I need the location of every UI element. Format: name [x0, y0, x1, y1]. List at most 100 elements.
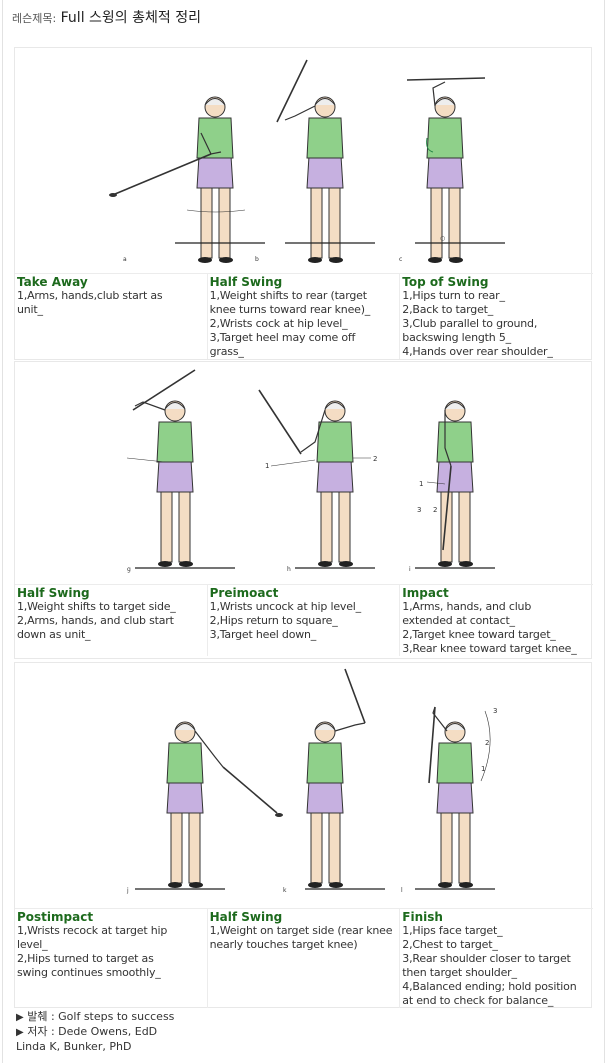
- figure-number: 3: [493, 707, 497, 715]
- figure-number: 2: [433, 506, 437, 514]
- step-line: 4,Balanced ending; hold position: [402, 980, 577, 993]
- credit-source: ▶ 발췌 : Golf steps to success: [16, 1010, 174, 1025]
- step-line: 3,Target heel down_: [209, 628, 317, 641]
- step-line: 2,Wrists cock at hip level_: [209, 317, 348, 330]
- figure-number: 1: [419, 480, 423, 488]
- step-line: backswing length 5_: [402, 331, 511, 344]
- step-title: Half Swing: [17, 586, 90, 600]
- credit-author: ▶ 저자 : Dede Owens, EdD: [16, 1025, 174, 1040]
- step-title: Impact: [402, 586, 449, 600]
- step-line: down as unit_: [17, 628, 91, 641]
- step-line: 3,Rear shoulder closer to target: [402, 952, 571, 965]
- step-line: 1,Wrists recock at target hip: [17, 924, 168, 937]
- step-line: at end to check for balance_: [402, 994, 554, 1007]
- step-line: level_: [17, 938, 48, 951]
- step-line: 3,Rear knee toward target knee_: [402, 642, 577, 655]
- step-line: grass_: [209, 345, 244, 358]
- page-title: 레슨제목: Full 스윙의 총체적 정리: [12, 7, 201, 27]
- figure-number: 1: [481, 765, 485, 773]
- step-line: 1,Weight shifts to rear (target: [209, 289, 367, 302]
- step-line: swing continues smoothly_: [17, 966, 161, 979]
- step-title: Top of Swing: [402, 275, 489, 289]
- figure-half-swing-down: g: [126, 369, 235, 573]
- step-impact: Impact 1,Arms, hands, and club extended …: [400, 585, 593, 656]
- step-line: 2,Chest to target_: [402, 938, 498, 951]
- triangle-bullet-icon: ▶: [16, 1012, 24, 1023]
- svg-text:○: ○: [440, 235, 445, 242]
- step-title: Half Swing: [209, 275, 283, 289]
- step-line: 2,Hips turned to target as: [17, 952, 154, 965]
- title-text: Full 스윙의 총체적 정리: [60, 10, 201, 26]
- step-line: 1,Hips turn to rear_: [402, 289, 505, 302]
- step-half-swing: Half Swing 1,Weight shifts to rear (targ…: [208, 274, 401, 359]
- step-postimpact: Postimpact 1,Wrists recock at target hip…: [15, 909, 208, 1008]
- panel-3: j k 3 2 1 l Postimpact 1,Wrists recock a…: [14, 662, 593, 1008]
- figure-finish: 3 2 1 l: [401, 706, 497, 894]
- panel-3-illustrations: j k 3 2 1 l: [126, 668, 497, 894]
- step-line: 1,Weight on target side (rear knee: [209, 924, 393, 937]
- step-line: knee turns toward rear knee)_: [209, 303, 371, 316]
- step-line: 3,Target heel may come off: [209, 331, 356, 344]
- figure-number: 2: [373, 455, 377, 463]
- panel-2-captions: Half Swing 1,Weight shifts to target sid…: [15, 584, 593, 656]
- credit-coauthor: Linda K, Bunker, PhD: [16, 1040, 132, 1053]
- step-line: 1,Arms, hands,club start as: [17, 289, 163, 302]
- credits: ▶ 발췌 : Golf steps to success ▶ 저자 : Dede…: [16, 1010, 174, 1054]
- step-line: 2,Hips return to square_: [209, 614, 338, 627]
- figure-take-away: a: [109, 96, 265, 264]
- figure-label-c: c: [399, 256, 402, 263]
- panel-2: g 1 2 h 1 2 3 i Half Swing 1,W: [14, 361, 593, 659]
- figure-number: 2: [485, 739, 489, 747]
- credit-author-text: 저자 : Dede Owens, EdD: [27, 1025, 158, 1038]
- step-finish: Finish 1,Hips face target_ 2,Chest to ta…: [400, 909, 593, 1008]
- step-line: 1,Weight shifts to target side_: [17, 600, 176, 613]
- figure-top-of-swing: ○ c: [399, 77, 505, 264]
- step-line: 3,Club parallel to ground,: [402, 317, 538, 330]
- figure-label-l: l: [401, 887, 403, 894]
- figure-label-i: i: [409, 566, 411, 573]
- figure-half-swing-through: k: [283, 668, 385, 894]
- figure-label-g: g: [127, 566, 131, 573]
- panel-2-illustrations: g 1 2 h 1 2 3 i: [126, 369, 495, 573]
- figure-number: 1: [265, 462, 269, 470]
- step-line: 2,Target knee toward target_: [402, 628, 556, 641]
- triangle-bullet-icon: ▶: [16, 1027, 24, 1038]
- figure-label-b: b: [255, 256, 259, 263]
- figure-postimpact: j: [126, 721, 283, 894]
- step-take-away: Take Away 1,Arms, hands,club start as un…: [15, 274, 208, 359]
- panel-1-captions: Take Away 1,Arms, hands,club start as un…: [15, 273, 593, 359]
- figure-number: 3: [417, 506, 421, 514]
- step-title: Preimoact: [209, 586, 279, 600]
- figure-label-j: j: [126, 887, 129, 894]
- step-line: unit_: [17, 303, 43, 316]
- figure-label-k: k: [283, 887, 287, 894]
- step-line: then target shoulder_: [402, 966, 517, 979]
- title-prefix: 레슨제목:: [12, 12, 57, 25]
- figure-label-h: h: [287, 566, 291, 573]
- step-line: nearly touches target knee): [209, 938, 358, 951]
- step-half-swing-through: Half Swing 1,Weight on target side (rear…: [208, 909, 401, 1008]
- panel-3-captions: Postimpact 1,Wrists recock at target hip…: [15, 908, 593, 1008]
- step-title: Take Away: [17, 275, 88, 289]
- step-line: 1,Arms, hands, and club: [402, 600, 532, 613]
- figure-half-swing: b: [255, 59, 375, 264]
- step-line: 2,Arms, hands, and club start: [17, 614, 174, 627]
- step-title: Postimpact: [17, 910, 94, 924]
- credit-source-text: 발췌 : Golf steps to success: [27, 1010, 175, 1023]
- step-line: 4,Hands over rear shoulder_: [402, 345, 553, 358]
- step-title: Finish: [402, 910, 443, 924]
- figure-label-a: a: [123, 256, 127, 263]
- step-line: 2,Back to target_: [402, 303, 494, 316]
- step-line: extended at contact_: [402, 614, 515, 627]
- panel-1: a b ○ c Take Away 1,Arms, hands,club sta…: [14, 47, 593, 360]
- figure-preimpact: 1 2 h: [258, 389, 377, 573]
- step-top-of-swing: Top of Swing 1,Hips turn to rear_ 2,Back…: [400, 274, 593, 359]
- step-line: 1,Wrists uncock at hip level_: [209, 600, 361, 613]
- step-half-swing-down: Half Swing 1,Weight shifts to target sid…: [15, 585, 208, 656]
- figure-impact: 1 2 3 i: [409, 400, 495, 573]
- step-preimpact: Preimoact 1,Wrists uncock at hip level_ …: [208, 585, 401, 656]
- panel-1-illustrations: a b ○ c: [109, 59, 505, 264]
- step-line: 1,Hips face target_: [402, 924, 503, 937]
- step-title: Half Swing: [209, 910, 283, 924]
